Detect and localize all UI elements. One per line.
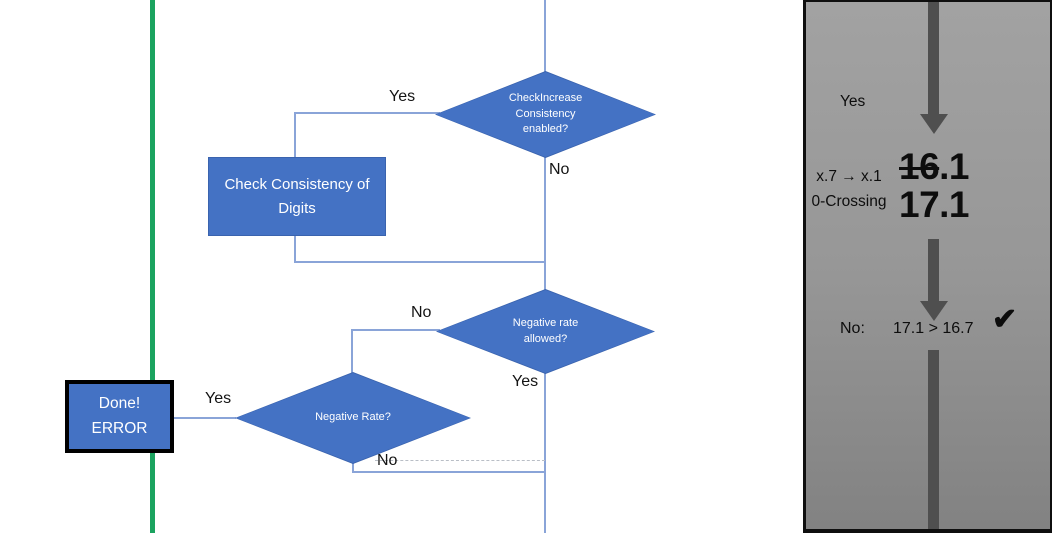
annotation-panel: Yes x.7 → x.1 0-Crossing 16.1 17.1 No: 1…: [803, 0, 1052, 533]
panel-old-value-suffix: .1: [939, 146, 970, 187]
connector-d1-no-vertical: [544, 157, 546, 291]
decision-negative-rate-allowed-label: Negative rate allowed?: [512, 316, 579, 345]
connector-d1-yes-horizontal: [294, 112, 440, 114]
connector-d3-no-horizontal: [352, 471, 546, 473]
label-d1-no: No: [549, 161, 570, 178]
connector-top-into-d1: [544, 0, 546, 72]
down-arrow-head-icon: [920, 114, 948, 134]
process-check-consistency-of-digits: Check Consistency of Digits: [208, 157, 386, 236]
panel-new-value: 17.1: [899, 184, 970, 225]
terminal-done-error-label: Done! ERROR: [91, 395, 148, 437]
connector-process-out-vertical: [294, 233, 296, 263]
green-vertical-line: [150, 0, 155, 533]
down-arrow-icon: [928, 239, 939, 303]
label-d2-yes: Yes: [512, 373, 539, 390]
label-d2-no: No: [411, 304, 432, 321]
down-arrow-icon: [928, 2, 939, 116]
connector-d3-no-vertical: [352, 462, 354, 473]
decision-negative-rate: Negative Rate?: [235, 372, 471, 464]
process-label: Check Consistency of Digits: [224, 176, 370, 217]
connector-d3-yes-horizontal: [173, 417, 236, 419]
checkmark-icon: ✔: [992, 303, 1018, 336]
down-arrow-shaft-icon: [928, 350, 939, 529]
faint-dashed-line: [375, 460, 545, 461]
label-d1-yes: Yes: [389, 88, 416, 105]
panel-case-line2: 0-Crossing: [811, 193, 887, 210]
connector-d1-yes-vertical: [294, 112, 296, 158]
decision-check-increase-label: CheckIncrease Consistency enabled?: [508, 91, 583, 136]
decision-negative-rate-allowed: Negative rate allowed?: [436, 289, 655, 374]
panel-old-value-struck: 16: [899, 146, 940, 187]
panel-case-description: x.7 → x.1 0-Crossing: [806, 164, 892, 214]
connector-d2-no-horizontal: [351, 329, 440, 331]
panel-old-value: 16.1: [899, 146, 970, 187]
panel-result-label: No:: [840, 320, 865, 337]
connector-d2-no-vertical: [351, 329, 353, 373]
label-d3-yes: Yes: [205, 390, 232, 407]
panel-values: 16.1 17.1: [899, 146, 970, 225]
label-d3-no: No: [377, 452, 398, 469]
terminal-done-error: Done! ERROR: [65, 380, 174, 453]
down-arrow-head-icon: [920, 301, 948, 321]
decision-negative-rate-label: Negative Rate?: [315, 411, 391, 424]
decision-check-increase-consistency: CheckIncrease Consistency enabled?: [435, 71, 656, 158]
panel-result-comparison: 17.1 > 16.7: [893, 320, 974, 337]
panel-case-line1: x.7 → x.1: [816, 168, 882, 185]
connector-d2-yes-vertical: [544, 372, 546, 533]
panel-yes-label: Yes: [840, 93, 866, 110]
connector-process-out-horizontal: [294, 261, 546, 263]
